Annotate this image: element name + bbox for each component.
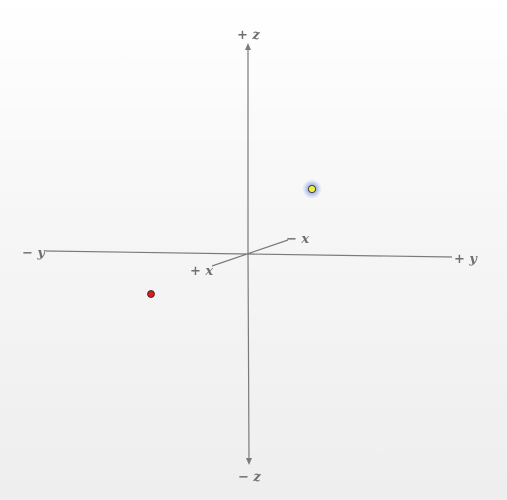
x-positive-label: + x [190,264,213,279]
z-negative-label: − z [238,470,261,485]
red-point[interactable] [147,290,155,298]
red-point-marker[interactable] [147,290,155,298]
yellow-point-marker[interactable] [307,184,317,194]
x-axis [211,239,289,267]
yellow-point[interactable] [302,179,322,199]
y-negative-label: − y [22,246,46,261]
z-axis-negative [245,252,252,465]
y-positive-label: + y [454,252,478,267]
z-positive-label: + z [237,28,260,43]
y-axis [45,250,453,258]
x-negative-label: − x [286,232,309,247]
